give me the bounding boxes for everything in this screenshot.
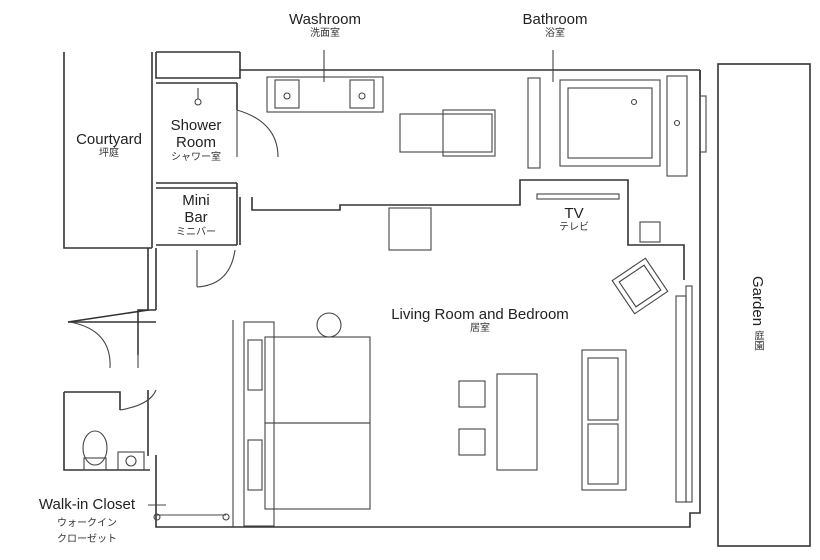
mini-bar-label: Mini Bar ミニバー bbox=[158, 192, 234, 238]
garden-label-jp: 庭園 bbox=[752, 330, 763, 351]
toilet bbox=[82, 430, 108, 466]
shower-room-label-en-2: Room bbox=[175, 134, 216, 152]
mini-bar-label-en-2: Bar bbox=[184, 209, 208, 227]
walk-in-closet-label-en: Walk-in Closet bbox=[38, 496, 136, 513]
shower-room-label-en-1: Shower bbox=[170, 117, 222, 134]
entry-door-swing bbox=[69, 321, 111, 369]
bedside-lamp bbox=[316, 312, 342, 338]
courtyard-area bbox=[63, 52, 153, 249]
washroom-label-jp: 洗面室 bbox=[310, 28, 340, 40]
shower-door-swing bbox=[236, 109, 279, 158]
living-room-label-en: Living Room and Bedroom bbox=[391, 306, 569, 323]
sink-right bbox=[349, 79, 375, 109]
bathroom-label-en: Bathroom bbox=[522, 11, 588, 28]
courtyard-label-en: Courtyard bbox=[76, 131, 142, 148]
courtyard-label-jp: 坪庭 bbox=[99, 148, 119, 160]
washroom bbox=[266, 50, 496, 157]
mini-bar-door-swing bbox=[196, 249, 236, 288]
bathroom bbox=[527, 50, 707, 177]
garden-label-en: Garden bbox=[749, 276, 766, 327]
sofa bbox=[581, 349, 627, 491]
living-room-furniture bbox=[388, 207, 693, 503]
coffee-table bbox=[496, 373, 538, 471]
bed bbox=[232, 312, 371, 527]
tv-label: TV テレビ bbox=[549, 205, 599, 234]
living-room-label-jp: 居室 bbox=[470, 323, 490, 335]
garden-label: Garden 庭園 bbox=[748, 276, 766, 351]
mini-bar-label-jp: ミニバー bbox=[176, 226, 216, 238]
washroom-label-en: Washroom bbox=[289, 11, 361, 28]
desk-chair bbox=[388, 207, 432, 251]
tv-label-jp: テレビ bbox=[559, 222, 589, 234]
washroom-bench bbox=[399, 113, 493, 153]
bathroom-label-jp: 浴室 bbox=[545, 28, 565, 40]
bathtub bbox=[559, 79, 661, 167]
tv-unit bbox=[536, 193, 620, 200]
bathroom-label: Bathroom 浴室 bbox=[505, 11, 605, 40]
closet-and-toilet bbox=[63, 389, 230, 521]
garden-area bbox=[717, 63, 811, 547]
washroom-label: Washroom 洗面室 bbox=[275, 11, 375, 40]
shower-room-label-jp: シャワー室 bbox=[171, 151, 221, 163]
walk-in-closet-label-jp-2: クローゼット bbox=[57, 533, 117, 545]
corridor-walls bbox=[67, 179, 685, 369]
courtyard-label: Courtyard 坪庭 bbox=[64, 131, 154, 160]
living-room-label: Living Room and Bedroom 居室 bbox=[370, 306, 590, 335]
shower-room-label: Shower Room シャワー室 bbox=[158, 117, 234, 163]
sink-left bbox=[274, 79, 300, 109]
tv-label-en: TV bbox=[564, 205, 584, 222]
walk-in-closet-label: Walk-in Closet ウォークイン クローゼット bbox=[26, 496, 148, 545]
mini-bar-room bbox=[155, 187, 238, 310]
shower-room bbox=[156, 82, 279, 197]
mini-bar-label-en-1: Mini bbox=[182, 192, 210, 209]
walk-in-closet-label-jp-1: ウォークイン bbox=[57, 518, 117, 530]
